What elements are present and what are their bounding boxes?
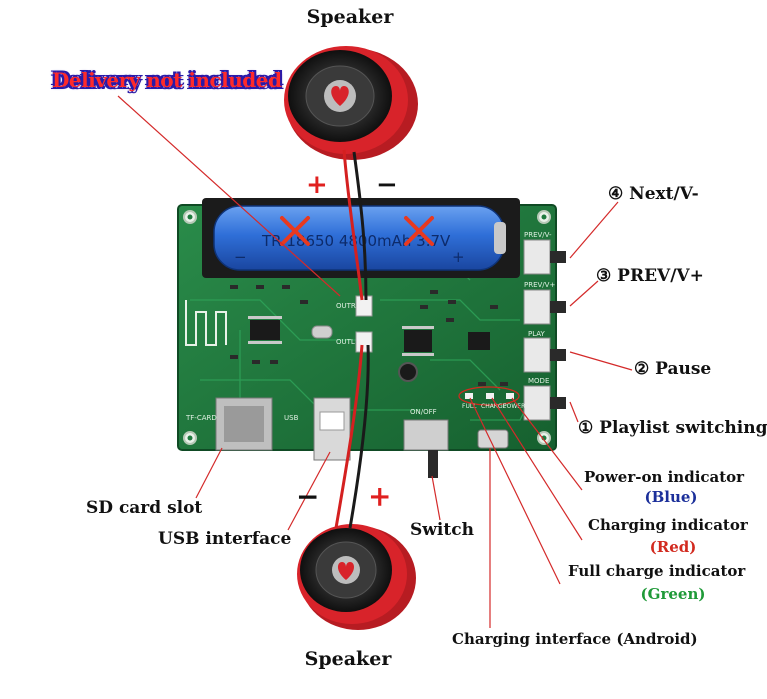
silk-usb: USB [284, 414, 299, 422]
full-charge-color: (Green) [640, 585, 706, 603]
polarity-minus-top: − [376, 170, 398, 200]
pause-label: ② Pause [634, 359, 712, 379]
led-charge [486, 393, 494, 399]
silk-outr: OUTR [336, 302, 356, 310]
leader-lines [117, 95, 633, 628]
chip [250, 320, 280, 340]
silk-power: POWER [503, 403, 525, 410]
heart-icon [331, 86, 349, 106]
power-on-color: (Blue) [644, 488, 698, 506]
micro-usb-shape [477, 429, 509, 449]
charging-color: (Red) [649, 538, 697, 556]
speaker-bottom-graphic [297, 524, 416, 630]
silk-mode: MODE [528, 377, 549, 385]
speaker-bottom-label: Speaker [304, 648, 392, 670]
next-label: ④ Next/V- [608, 184, 699, 204]
chip [404, 330, 432, 352]
speaker-top-graphic [284, 46, 418, 160]
switch-label: Switch [410, 520, 474, 540]
full-charge-label: Full charge indicator [568, 562, 746, 580]
silk-charge: CHARGE [481, 403, 507, 410]
polarity-minus-bottom: − [296, 480, 320, 513]
speaker-wires [334, 149, 370, 529]
silk-tf-card: TF-CARD [185, 414, 217, 422]
power-on-label: Power-on indicator [584, 468, 745, 486]
charging-interface-label: Charging interface (Android) [452, 630, 698, 648]
chip [468, 332, 490, 350]
led-full [465, 393, 473, 399]
antenna-trace [185, 300, 227, 346]
prev-label: ③ PREV/V+ [596, 266, 704, 286]
button-column [523, 239, 566, 421]
silk-full: FULL [462, 403, 477, 410]
polarity-plus-bottom: + [368, 480, 392, 513]
silk-prev-v2: PREV/V+ [524, 281, 555, 289]
heart-icon [337, 562, 355, 580]
speaker-top-label: Speaker [306, 6, 394, 28]
silk-play: PLAY [528, 330, 546, 338]
silk-on-off: ON/OFF [410, 408, 437, 416]
cross-mark [280, 216, 434, 246]
usb-label: USB interface [158, 529, 292, 549]
switch-lever [428, 450, 438, 478]
playlist-label: ① Playlist switching [578, 418, 767, 438]
battery-plus: + [452, 248, 465, 266]
switch-body [403, 419, 449, 451]
delivery-note: Delivery not included [52, 68, 282, 92]
polarity-plus-top: + [306, 170, 328, 200]
sd-slot-label: SD card slot [86, 498, 203, 518]
silk-prev-v: PREV/V- [524, 231, 552, 239]
battery-minus: − [234, 248, 247, 266]
silk-outl: OUTL [336, 338, 355, 346]
battery: TR 18650 4800mAh 3.7V − + [202, 198, 520, 278]
led-power [506, 393, 514, 399]
charging-label: Charging indicator [588, 516, 748, 534]
